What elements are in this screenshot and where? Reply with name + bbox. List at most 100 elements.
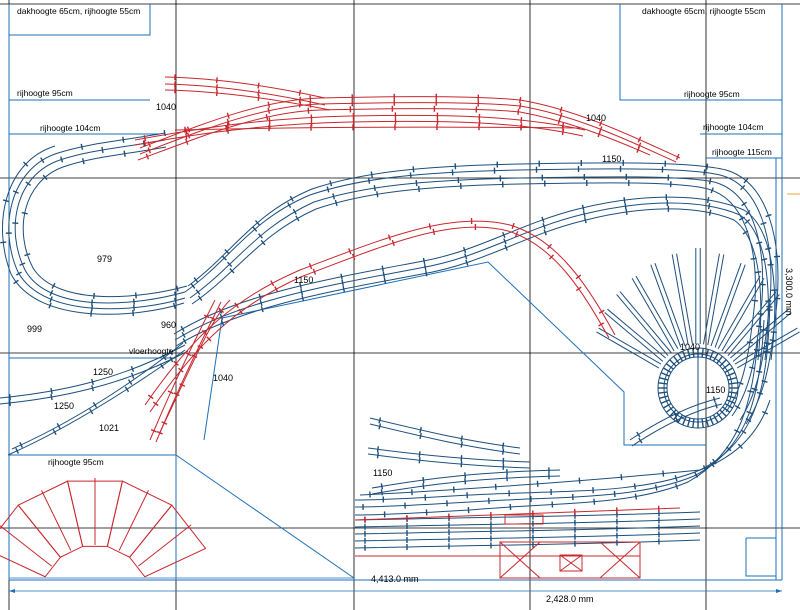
track-tie <box>0 241 7 244</box>
track-tie <box>15 271 22 276</box>
ride-height-95-left: rijhoogte 95cm <box>17 88 73 98</box>
track-tie <box>419 432 422 440</box>
track-tie <box>740 184 746 191</box>
track-tie <box>514 231 519 238</box>
track-tie <box>598 120 603 127</box>
stall-track <box>732 312 792 362</box>
track-tie <box>49 289 54 297</box>
track-tie <box>300 288 304 296</box>
track-tie <box>511 222 515 230</box>
room-walls <box>8 4 783 581</box>
track-tie <box>13 279 19 285</box>
roundhouse-fan <box>0 478 207 578</box>
track-tie <box>745 417 752 423</box>
stall-track <box>717 275 761 350</box>
track-tie <box>740 429 747 434</box>
stall-track <box>635 275 679 350</box>
track-tie <box>425 270 428 277</box>
turntable-tick <box>701 348 704 358</box>
track-tie <box>274 286 279 293</box>
ceiling-label-right: dakhoogte 65cm, rijhoogte 55cm <box>642 6 765 16</box>
track-tie <box>547 243 552 250</box>
stall-track <box>631 277 675 352</box>
roundhouse-track <box>41 490 72 551</box>
track-tie <box>265 114 269 121</box>
track-tie <box>238 308 244 315</box>
track-tie <box>93 292 95 299</box>
track-tie <box>707 203 711 210</box>
track-tie <box>49 296 53 303</box>
stall-track <box>596 331 660 369</box>
track-tie <box>268 117 271 124</box>
track-tie <box>542 222 546 230</box>
track-tie <box>150 428 157 433</box>
track-tie <box>186 132 191 139</box>
track-tie <box>761 379 768 383</box>
turntable-tick <box>677 353 684 362</box>
track-tie <box>329 180 333 187</box>
track-tie <box>203 314 210 319</box>
track-tie <box>370 171 373 178</box>
track-tie <box>252 226 258 232</box>
track-tie <box>623 197 626 204</box>
track-tie <box>575 274 582 280</box>
turntable-tick <box>663 402 672 409</box>
track-tie <box>734 404 741 410</box>
track-tie <box>254 219 260 226</box>
track-tie <box>21 211 28 215</box>
turntable-tick <box>665 363 674 370</box>
height-1250-b: 1250 <box>54 401 74 411</box>
track-tie <box>127 379 133 385</box>
track-tie <box>654 484 658 491</box>
track-tie <box>130 372 135 379</box>
turntable-tick <box>712 414 719 423</box>
height-1040-turntable: 1040 <box>680 342 700 352</box>
track-tie <box>19 441 24 448</box>
track-tie <box>418 457 421 464</box>
track-tie <box>575 286 582 292</box>
turntable-tick <box>665 406 674 413</box>
track-tie <box>764 350 771 353</box>
track-tie <box>559 112 563 119</box>
track-tie <box>637 136 642 143</box>
turntable-tick <box>724 367 733 374</box>
track-tie <box>465 259 469 266</box>
turntable-tick <box>727 395 737 400</box>
track-tie <box>312 268 317 275</box>
track-tie <box>541 216 545 223</box>
track-tie <box>268 123 271 130</box>
track-tie <box>674 483 679 490</box>
track-tie <box>760 221 767 226</box>
stall-track <box>650 264 682 348</box>
turntable-tick <box>682 416 687 426</box>
track-tie <box>168 349 173 356</box>
track-tie <box>132 309 135 317</box>
track-tie <box>173 360 179 366</box>
height-960: 960 <box>161 320 176 330</box>
track-tie <box>180 325 185 332</box>
track-tie <box>746 410 753 415</box>
lower-level-track <box>134 76 681 579</box>
track-tie <box>206 336 212 342</box>
track-tie <box>598 322 605 327</box>
stall-track <box>654 263 686 347</box>
track-tie <box>48 302 52 309</box>
track-tie <box>501 442 505 449</box>
height-1040-mid: 1040 <box>213 373 233 383</box>
stall-track <box>727 294 780 357</box>
track-tie <box>769 339 776 342</box>
track-tie <box>460 441 463 448</box>
stall-track <box>736 331 800 369</box>
track-tie <box>298 89 302 96</box>
track-tie <box>422 257 426 264</box>
track-tie <box>409 172 412 179</box>
track-tie <box>289 195 294 202</box>
track-tie <box>625 208 628 216</box>
track-tie <box>387 234 392 241</box>
turntable-tick <box>660 399 670 404</box>
turntable-tick <box>673 355 680 364</box>
track-tie <box>12 190 19 194</box>
track-tie <box>19 262 26 266</box>
track-tie <box>2 199 10 203</box>
track-tie <box>376 452 379 459</box>
